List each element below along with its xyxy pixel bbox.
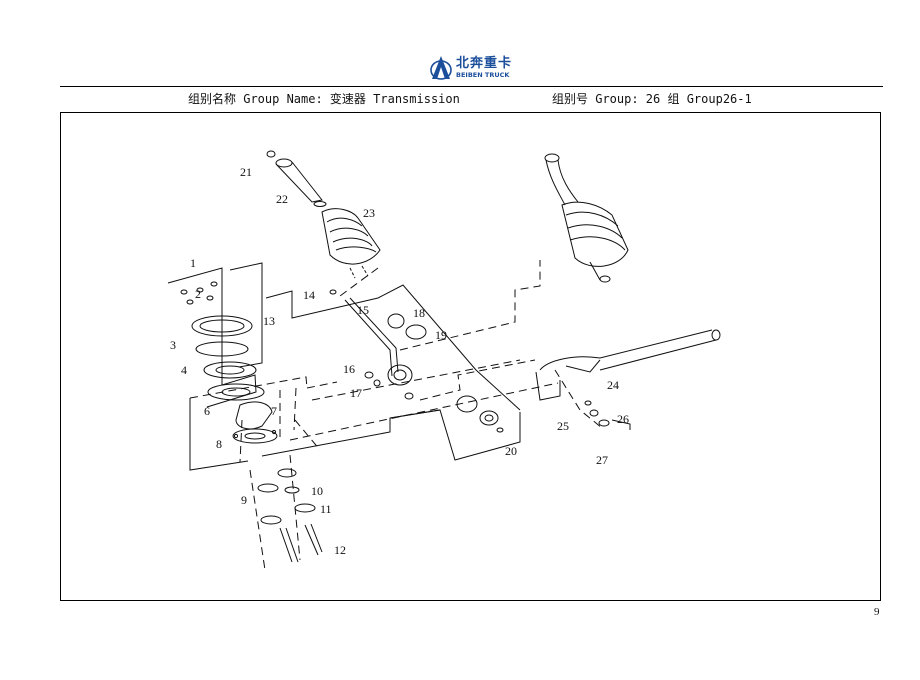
callout-6: 6 <box>204 404 210 418</box>
assembly-outline-14-20 <box>265 284 521 411</box>
callout-11: 11 <box>320 502 332 516</box>
callout-25: 25 <box>557 419 569 433</box>
callout-18: 18 <box>413 306 425 320</box>
shift-lever-assembly-right <box>544 153 629 283</box>
brand-logo: 北奔重卡 BEIBEN TRUCK <box>430 54 512 82</box>
fastener-parts-9-12 <box>257 468 323 563</box>
logo-chinese-text: 北奔重卡 <box>456 56 513 72</box>
callout-23: 23 <box>363 206 375 220</box>
callout-20: 20 <box>505 444 517 458</box>
callout-10: 10 <box>311 484 323 498</box>
assembly-outline-1 <box>167 267 257 408</box>
callout-7: 7 <box>271 404 277 418</box>
logo-english-text: BEIBEN TRUCK <box>456 71 510 80</box>
shift-boot-part-23 <box>321 208 381 279</box>
callout-19: 19 <box>435 328 447 342</box>
callout-1: 1 <box>190 256 196 270</box>
leader-line-d <box>399 260 541 351</box>
page-number: 9 <box>874 606 880 618</box>
leader-line-b <box>289 382 559 441</box>
shift-rod-parts-15-20 <box>329 289 504 433</box>
callout-14: 14 <box>303 288 315 302</box>
callout-27: 27 <box>596 453 608 467</box>
bracket-parts-6-8 <box>232 401 278 444</box>
leader-line-a <box>189 376 338 399</box>
group-number-label: 组别号 Group: 26 组 Group26-1 <box>552 92 752 106</box>
callout-26: 26 <box>617 412 629 426</box>
diagram-frame <box>60 112 881 601</box>
leader-line-h <box>279 387 297 440</box>
ring-stack-parts-1-4 <box>180 281 265 401</box>
callout-16: 16 <box>343 362 355 376</box>
callout-21: 21 <box>240 165 252 179</box>
group-name-label: 组别名称 Group Name: 变速器 Transmission <box>188 92 460 106</box>
callout-17: 17 <box>350 386 362 400</box>
callout-9: 9 <box>241 493 247 507</box>
callout-24: 24 <box>607 378 619 392</box>
callout-4: 4 <box>181 363 187 377</box>
callout-3: 3 <box>170 338 176 352</box>
leader-line-g <box>339 267 603 429</box>
beiben-emblem-icon <box>430 56 452 80</box>
header-rule <box>60 86 883 87</box>
callout-12: 12 <box>334 543 346 557</box>
linkage-part-24 <box>535 329 721 430</box>
leader-line-e <box>419 359 536 401</box>
leader-line-c <box>311 359 521 401</box>
callout-22: 22 <box>276 192 288 206</box>
callout-13: 13 <box>263 314 275 328</box>
callout-15: 15 <box>357 303 369 317</box>
shift-lever-part-22 <box>266 150 327 207</box>
callout-8: 8 <box>216 437 222 451</box>
callout-2: 2 <box>195 287 201 301</box>
